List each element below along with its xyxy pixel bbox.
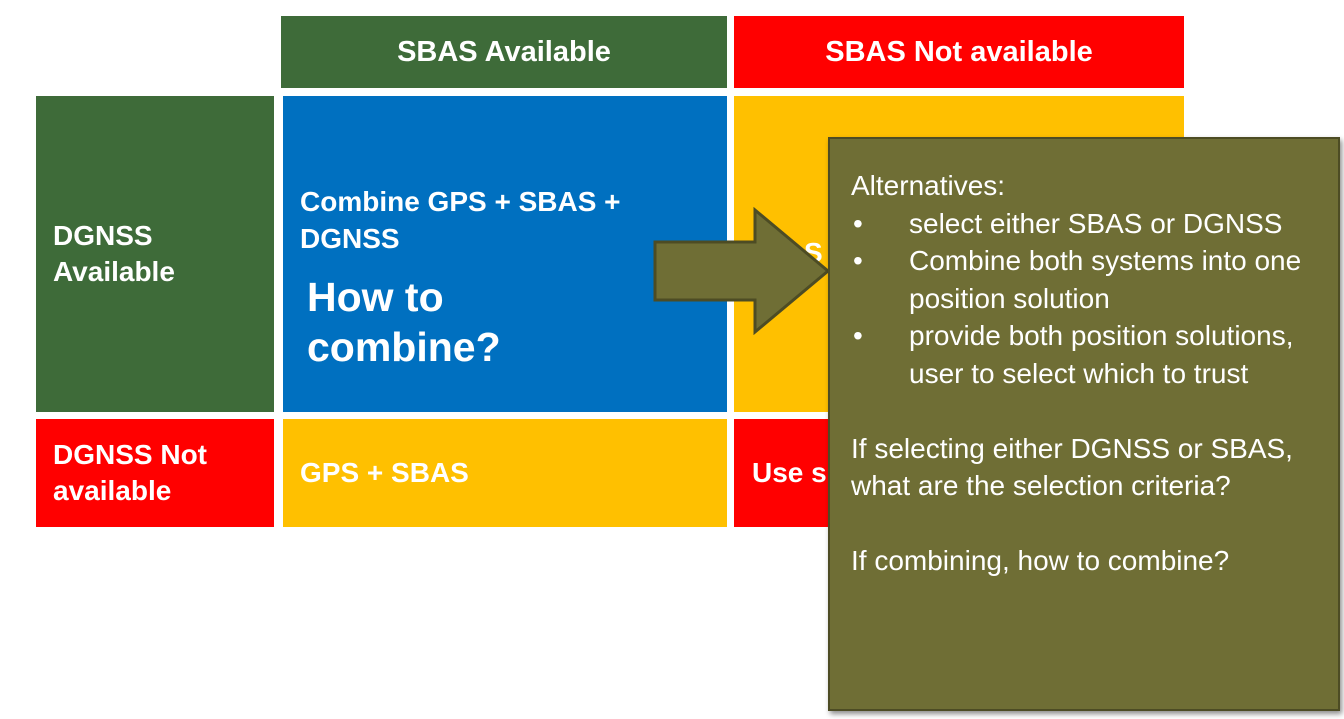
- callout-heading: Alternatives:: [851, 170, 1006, 201]
- cell-sbas-only-text: GPS + SBAS: [300, 457, 469, 488]
- cell-none-text: Use s: [752, 457, 827, 488]
- column-header-label: SBAS Available: [397, 35, 611, 68]
- callout-bullet: • Combine both systems into one position…: [851, 242, 1328, 317]
- callout-question-selection: If selecting either DGNSS or SBAS, what …: [851, 432, 1293, 502]
- bullet-text: select either SBAS or DGNSS: [909, 207, 1283, 239]
- callout-question-combining: If combining, how to combine?: [851, 545, 1230, 576]
- callout-bullet: • provide both position solutions, user …: [851, 317, 1328, 392]
- cell-sbas-only: GPS + SBAS: [283, 419, 727, 527]
- row-header-dgnss-not-available: DGNSS Not available: [36, 419, 274, 527]
- bullet-icon: •: [853, 245, 863, 276]
- cell-both-line1: Combine GPS + SBAS + DGNSS: [300, 186, 621, 254]
- row-header-label: DGNSS Not available: [53, 439, 207, 506]
- bullet-text: Combine both systems into one position s…: [909, 245, 1302, 314]
- callout-bullet: • select either SBAS or DGNSS: [851, 205, 1328, 243]
- bullet-icon: •: [853, 320, 863, 351]
- alternatives-callout: Alternatives: • select either SBAS or DG…: [828, 137, 1340, 711]
- arrow-right-icon: [653, 207, 831, 335]
- row-header-label: DGNSS Available: [53, 220, 175, 287]
- row-header-dgnss-available: DGNSS Available: [36, 96, 274, 412]
- bullet-icon: •: [853, 207, 863, 239]
- column-header-label: SBAS Not available: [825, 35, 1093, 68]
- bullet-text: provide both position solutions, user to…: [909, 320, 1294, 389]
- column-header-sbas-available: SBAS Available: [281, 16, 727, 88]
- cell-both-available: Combine GPS + SBAS + DGNSS How to combin…: [283, 96, 727, 412]
- cell-both-line2: How to combine?: [307, 274, 501, 370]
- column-header-sbas-not-available: SBAS Not available: [734, 16, 1184, 88]
